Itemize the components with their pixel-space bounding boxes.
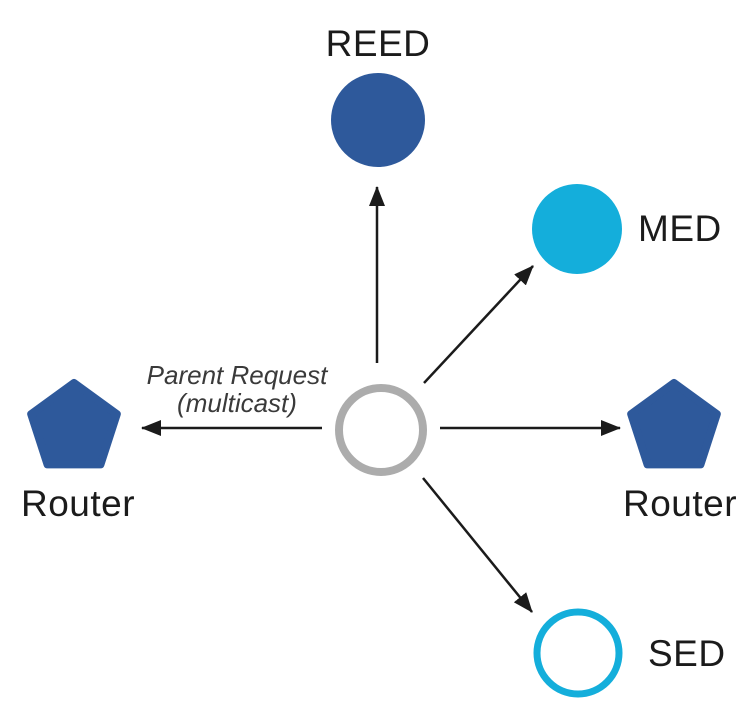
sed-label: SED (648, 633, 726, 674)
med-label: MED (638, 208, 722, 249)
arrow-center-to-sed (422, 477, 533, 613)
center-device-node (335, 384, 427, 476)
med-node (532, 184, 622, 274)
sed-node (533, 608, 623, 698)
reed-node (331, 73, 425, 167)
parent-request-annotation-line1: Parent Request (147, 360, 329, 390)
router-left-node (27, 379, 121, 469)
router-left-label: Router (21, 483, 135, 524)
reed-label: REED (326, 23, 431, 64)
arrow-center-to-med (423, 265, 534, 384)
router-right-node (627, 379, 721, 469)
router-right-label: Router (623, 483, 737, 524)
parent-request-annotation-line2: (multicast) (177, 388, 297, 418)
